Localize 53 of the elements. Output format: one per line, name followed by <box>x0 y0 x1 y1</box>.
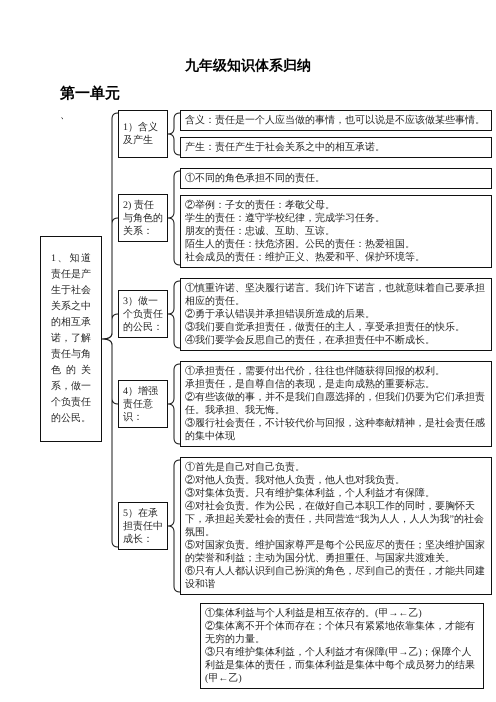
content-box <box>180 361 492 447</box>
point-text: 承担责任，是自尊自信的表现，是走向成熟的重要标志。 <box>185 378 436 391</box>
point-text: ②有些该做的事，并不是我们自愿选择的，但我们仍要为它们承担责任。我承担、我无悔。 <box>185 391 486 417</box>
point-text: ③对集体负责。只有维护集体利益，个人利益才有保障。 <box>185 487 436 500</box>
content-box <box>180 168 492 189</box>
point-text: 陌生人的责任：扶危济困。公民的责任：热爱祖国。 <box>185 238 416 251</box>
brace-connector <box>168 280 180 348</box>
brace-connector <box>168 170 180 218</box>
point-text: ①承担责任，需要付出代价，往往也伴随获得回报的权利。 <box>185 365 446 378</box>
point-text: ⑥只有人人都认识到自己扮演的角色，尽到自己的责任，才能共同建设和谐 <box>185 565 486 591</box>
point-text: ③履行社会责任，不计较代价与回报，这种奉献精神，是社会责任感的集中体现 <box>185 417 486 443</box>
content-box <box>180 195 492 268</box>
point-text: ③我们要自觉承担责任，做责任的主人，享受承担责任的快乐。 <box>185 321 466 334</box>
section-label: 4）增强责任意识： <box>123 384 159 424</box>
content-box <box>180 137 492 158</box>
section-label: 3）做一个负责任的公民： <box>123 294 163 334</box>
point-text: ⑤对国家负责。维护国家尊严是每个公民应尽的责任；坚决维护国家的荣誉和利益；主动为国分忧、勇担重任、与国家共渡难关。 <box>185 539 486 565</box>
point-text: ④对社会负责。作为公民，在做好自己本职工作的同时，要胸怀天下，承担起关爱社会的责任，共同营造“我为人人，人人为我”的社会氛围。 <box>185 500 485 539</box>
point-text: ④我们要学会反思自己的责任，在承担责任中不断成长。 <box>185 334 436 347</box>
section-label: 1）含义及产生 <box>123 121 159 147</box>
section-heading: 第一单元 <box>60 84 120 104</box>
page-title: 九年级知识体系归纳 <box>185 58 311 76</box>
point-text: ③只有维护集体利益，个人利益才有保障(甲→乙)；保障个人利益是集体的责任，而集体利益是集体中每个成员努力的结果(甲←乙) <box>205 646 476 685</box>
point-text: 学生的责任：遵守学校纪律，完成学习任务。 <box>185 212 386 225</box>
point-text: ②集体离不开个体而存在；个体只有紧紧地依靠集体，才能有无穷的力量。 <box>205 620 476 646</box>
point-text: ①不同的角色承担不同的责任。 <box>185 172 326 185</box>
brace-connector <box>168 218 180 266</box>
topic-text: 1、知道责任是产生于社会关系之中的相互承诺，了解责任与角色的关系，做一个负责任的公民。 <box>51 252 91 426</box>
point-text: ①慎重许诺、坚决履行诺言。我们许下诺言，也就意味着自己要承担相应的责任。 <box>185 282 486 308</box>
point-text: ②勇于承认错误并承担错误所造成的后果。 <box>185 308 376 321</box>
point-text: 产生：责任产生于社会关系之中的相互承诺。 <box>185 141 386 154</box>
content-box <box>180 110 492 131</box>
brace-connector <box>168 112 180 134</box>
point-text: 社会成员的责任：维护正义、热爱和平、保护环境等。 <box>185 251 426 264</box>
brace-connector <box>168 134 180 156</box>
brace-connector <box>102 338 118 548</box>
content-box <box>200 603 484 689</box>
section-label: 2) 责任与角色的关系： <box>123 198 163 238</box>
section-box <box>118 380 168 428</box>
point-text: ①集体利益与个人利益是相互依存的。(甲→←乙) <box>205 607 423 620</box>
point-text: ②对他人负责。我对他人负责，他人也对我负责。 <box>185 474 406 487</box>
point-text: 含义：责任是一个人应当做的事情，也可以说是不应该做某些事情。 <box>185 114 486 127</box>
content-box <box>180 457 492 595</box>
brace-connector <box>168 364 180 444</box>
content-box <box>180 278 492 351</box>
point-text: 朋友的责任：忠诚、互助、互谅。 <box>185 225 336 238</box>
section-box <box>118 110 168 158</box>
punctuation-mark: 、 <box>60 110 70 122</box>
point-text: ①首先是自己对自己负责。 <box>185 461 306 474</box>
brace-connector <box>168 460 180 592</box>
topic-box <box>40 236 102 442</box>
point-text: ②举例：子女的责任：孝敬父母。 <box>185 199 336 212</box>
section-label: 5）在承担责任中成长： <box>123 506 163 546</box>
